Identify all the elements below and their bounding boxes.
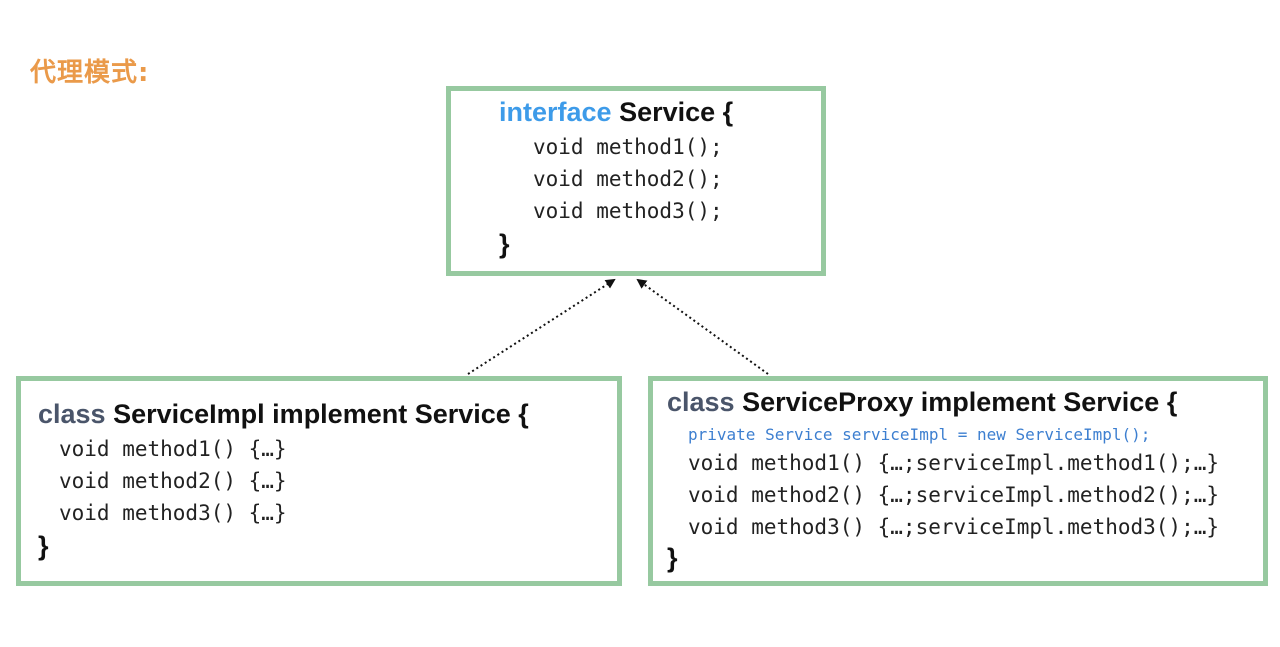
impl-class-keyword: class bbox=[38, 399, 106, 429]
impl-method-2: void method2() {…} bbox=[59, 469, 287, 493]
proxy-close-brace: } bbox=[667, 543, 678, 573]
proxy-method-3: void method3() {…;serviceImpl.method3();… bbox=[688, 515, 1220, 539]
proxy-field: private Service serviceImpl = new Servic… bbox=[688, 425, 1151, 444]
proxy-name: ServiceProxy implement Service { bbox=[742, 387, 1178, 417]
service-impl-box: class ServiceImpl implement Service { vo… bbox=[16, 376, 622, 586]
impl-method-1: void method1() {…} bbox=[59, 437, 287, 461]
interface-close-brace: } bbox=[499, 229, 510, 259]
interface-method-3: void method3(); bbox=[533, 199, 723, 223]
proxy-class-keyword: class bbox=[667, 387, 735, 417]
interface-method-1: void method1(); bbox=[533, 135, 723, 159]
interface-method-2: void method2(); bbox=[533, 167, 723, 191]
impl-method-3: void method3() {…} bbox=[59, 501, 287, 525]
proxy-header: class ServiceProxy implement Service { bbox=[667, 387, 1177, 418]
impl-header: class ServiceImpl implement Service { bbox=[38, 399, 529, 430]
proxy-method-1: void method1() {…;serviceImpl.method1();… bbox=[688, 451, 1220, 475]
proxy-to-interface-arrow bbox=[636, 278, 769, 375]
impl-name: ServiceImpl implement Service { bbox=[113, 399, 529, 429]
interface-header: interface Service { bbox=[499, 97, 733, 128]
impl-to-interface-arrow bbox=[467, 278, 616, 375]
interface-service-box: interface Service { void method1(); void… bbox=[446, 86, 826, 276]
interface-name: Service { bbox=[619, 97, 734, 127]
proxy-method-2: void method2() {…;serviceImpl.method2();… bbox=[688, 483, 1220, 507]
page-title: 代理模式: bbox=[30, 58, 150, 88]
service-proxy-box: class ServiceProxy implement Service { p… bbox=[648, 376, 1268, 586]
interface-keyword: interface bbox=[499, 97, 612, 127]
impl-close-brace: } bbox=[38, 531, 49, 561]
